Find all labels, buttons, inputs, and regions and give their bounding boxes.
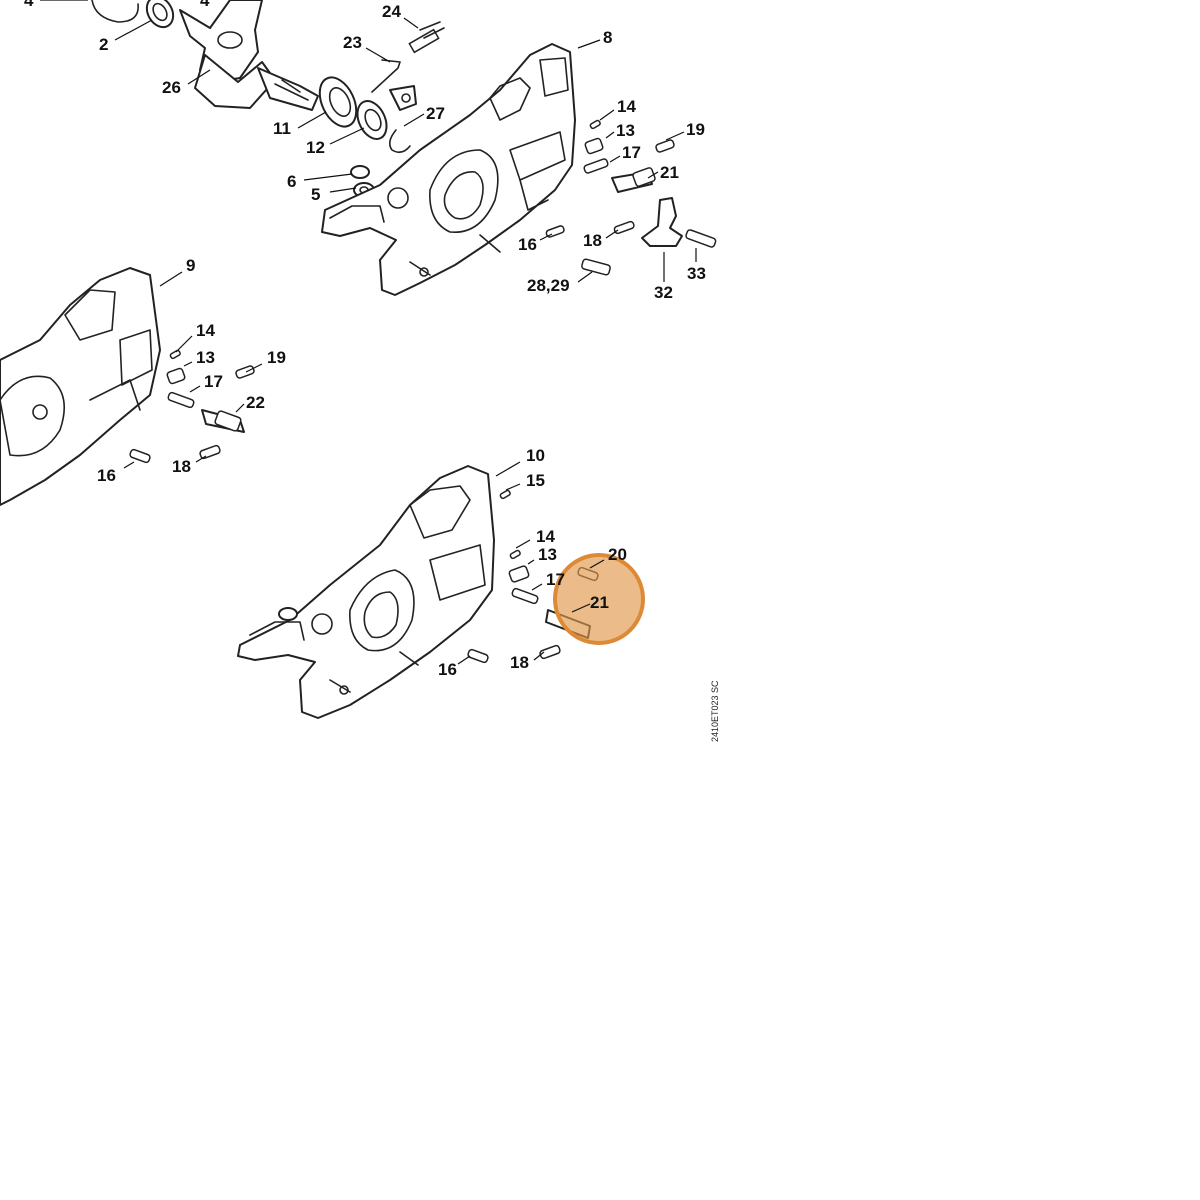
callout-21c: 21 bbox=[590, 593, 609, 612]
drawing-code: 2410ET023 SC bbox=[710, 680, 720, 742]
callout-4b: 4 bbox=[200, 0, 210, 10]
callout-15: 15 bbox=[526, 471, 545, 490]
crankcase-8 bbox=[321, 43, 576, 296]
callout-22: 22 bbox=[246, 393, 265, 412]
crankshaft-assembly bbox=[91, 0, 445, 198]
callout-33: 33 bbox=[687, 264, 706, 283]
callout-labels: 4 4 2 26 24 23 8 11 12 27 6 5 14 13 19 1… bbox=[24, 0, 706, 679]
callout-17c: 17 bbox=[546, 570, 565, 589]
callout-21a: 21 bbox=[660, 163, 679, 182]
callout-9: 9 bbox=[186, 256, 195, 275]
callout-16b: 16 bbox=[97, 466, 116, 485]
callout-8: 8 bbox=[603, 28, 612, 47]
callout-18b: 18 bbox=[172, 457, 191, 476]
callout-14a: 14 bbox=[617, 97, 636, 116]
callout-18a: 18 bbox=[583, 231, 602, 250]
highlight-marker bbox=[553, 553, 645, 645]
callout-10: 10 bbox=[526, 446, 545, 465]
callout-16c: 16 bbox=[438, 660, 457, 679]
callout-28-29: 28,29 bbox=[527, 276, 570, 295]
callout-13b: 13 bbox=[196, 348, 215, 367]
crankcase-9-fasteners bbox=[129, 349, 255, 464]
callout-20: 20 bbox=[608, 545, 627, 564]
callout-12: 12 bbox=[306, 138, 325, 157]
callout-23: 23 bbox=[343, 33, 362, 52]
callout-5: 5 bbox=[311, 185, 320, 204]
callout-6: 6 bbox=[287, 172, 296, 191]
callout-14b: 14 bbox=[196, 321, 215, 340]
callout-4a: 4 bbox=[24, 0, 34, 10]
callout-17a: 17 bbox=[622, 143, 641, 162]
callout-14c: 14 bbox=[536, 527, 555, 546]
callout-19b: 19 bbox=[267, 348, 286, 367]
callout-13c: 13 bbox=[538, 545, 557, 564]
crankcase-8-fasteners bbox=[545, 119, 717, 276]
callout-13a: 13 bbox=[616, 121, 635, 140]
callout-18c: 18 bbox=[510, 653, 529, 672]
callout-19a: 19 bbox=[686, 120, 705, 139]
callout-11: 11 bbox=[273, 119, 291, 138]
crankcase-10 bbox=[237, 465, 495, 719]
crankcase-9 bbox=[0, 267, 161, 506]
callout-16a: 16 bbox=[518, 235, 537, 254]
callout-26: 26 bbox=[162, 78, 181, 97]
leader-lines bbox=[40, 0, 697, 665]
callout-32: 32 bbox=[654, 283, 673, 302]
callout-27: 27 bbox=[426, 104, 445, 123]
callout-24: 24 bbox=[382, 2, 401, 21]
callout-17b: 17 bbox=[204, 372, 223, 391]
callout-2: 2 bbox=[99, 35, 108, 54]
